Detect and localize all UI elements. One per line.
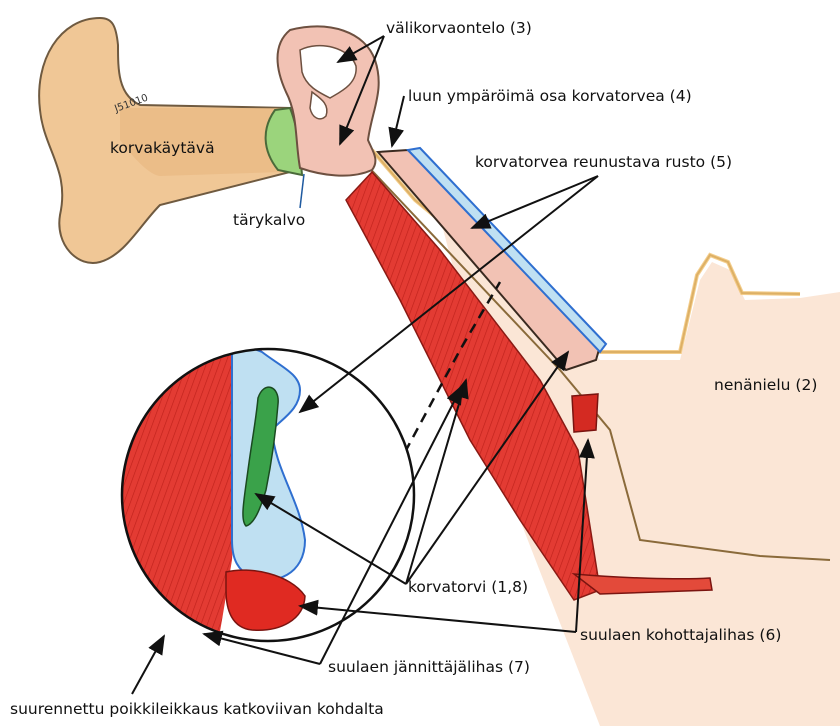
label-ear-canal: korvakäytävä [110,139,215,157]
label-nasopharynx: nenänielu (2) [714,376,817,394]
label-tensor: suulaen jännittäjälihas (7) [328,658,530,676]
cross-section-magnified [110,330,430,660]
label-bony-tube: luun ympäröimä osa korvatorvea (4) [408,87,692,105]
label-cartilage: korvatorvea reunustava rusto (5) [475,153,732,171]
eardrum-pointer [300,174,304,208]
label-tube: korvatorvi (1,8) [408,578,528,596]
label-cross-section: suurennettu poikkileikkaus katkoviivan k… [10,700,384,718]
label-middle-ear: välikorvaontelo (3) [386,19,532,37]
label-eardrum: tärykalvo [233,211,305,229]
levator-muscle [572,394,598,432]
label-levator: suulaen kohottajalihas (6) [580,626,781,644]
